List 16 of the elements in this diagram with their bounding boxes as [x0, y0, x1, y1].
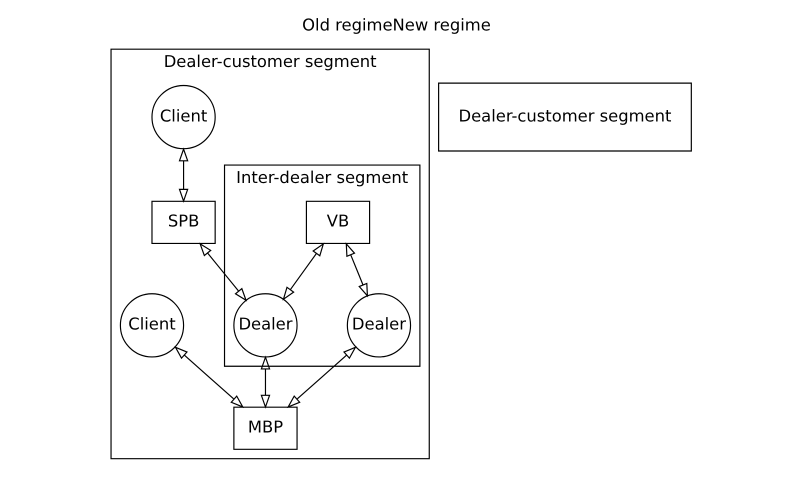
- arrow: [346, 242, 368, 298]
- arrow: [199, 242, 248, 302]
- node-circle: Client: [151, 84, 216, 150]
- node-box: MBP: [233, 406, 298, 450]
- arrow: [178, 147, 188, 203]
- node-circle: Client: [120, 293, 184, 358]
- node-box: SPB: [151, 200, 216, 244]
- diagram-title: Old regimeNew regime: [302, 16, 491, 35]
- node-box: Dealer-customer segment: [438, 82, 692, 152]
- arrow: [260, 355, 270, 409]
- arrow: [174, 346, 244, 408]
- arrow: [286, 346, 357, 408]
- node-circle: Dealer: [233, 293, 298, 358]
- node-circle: Dealer: [346, 293, 412, 358]
- node-box: VB: [306, 200, 370, 244]
- arrow: [282, 242, 324, 301]
